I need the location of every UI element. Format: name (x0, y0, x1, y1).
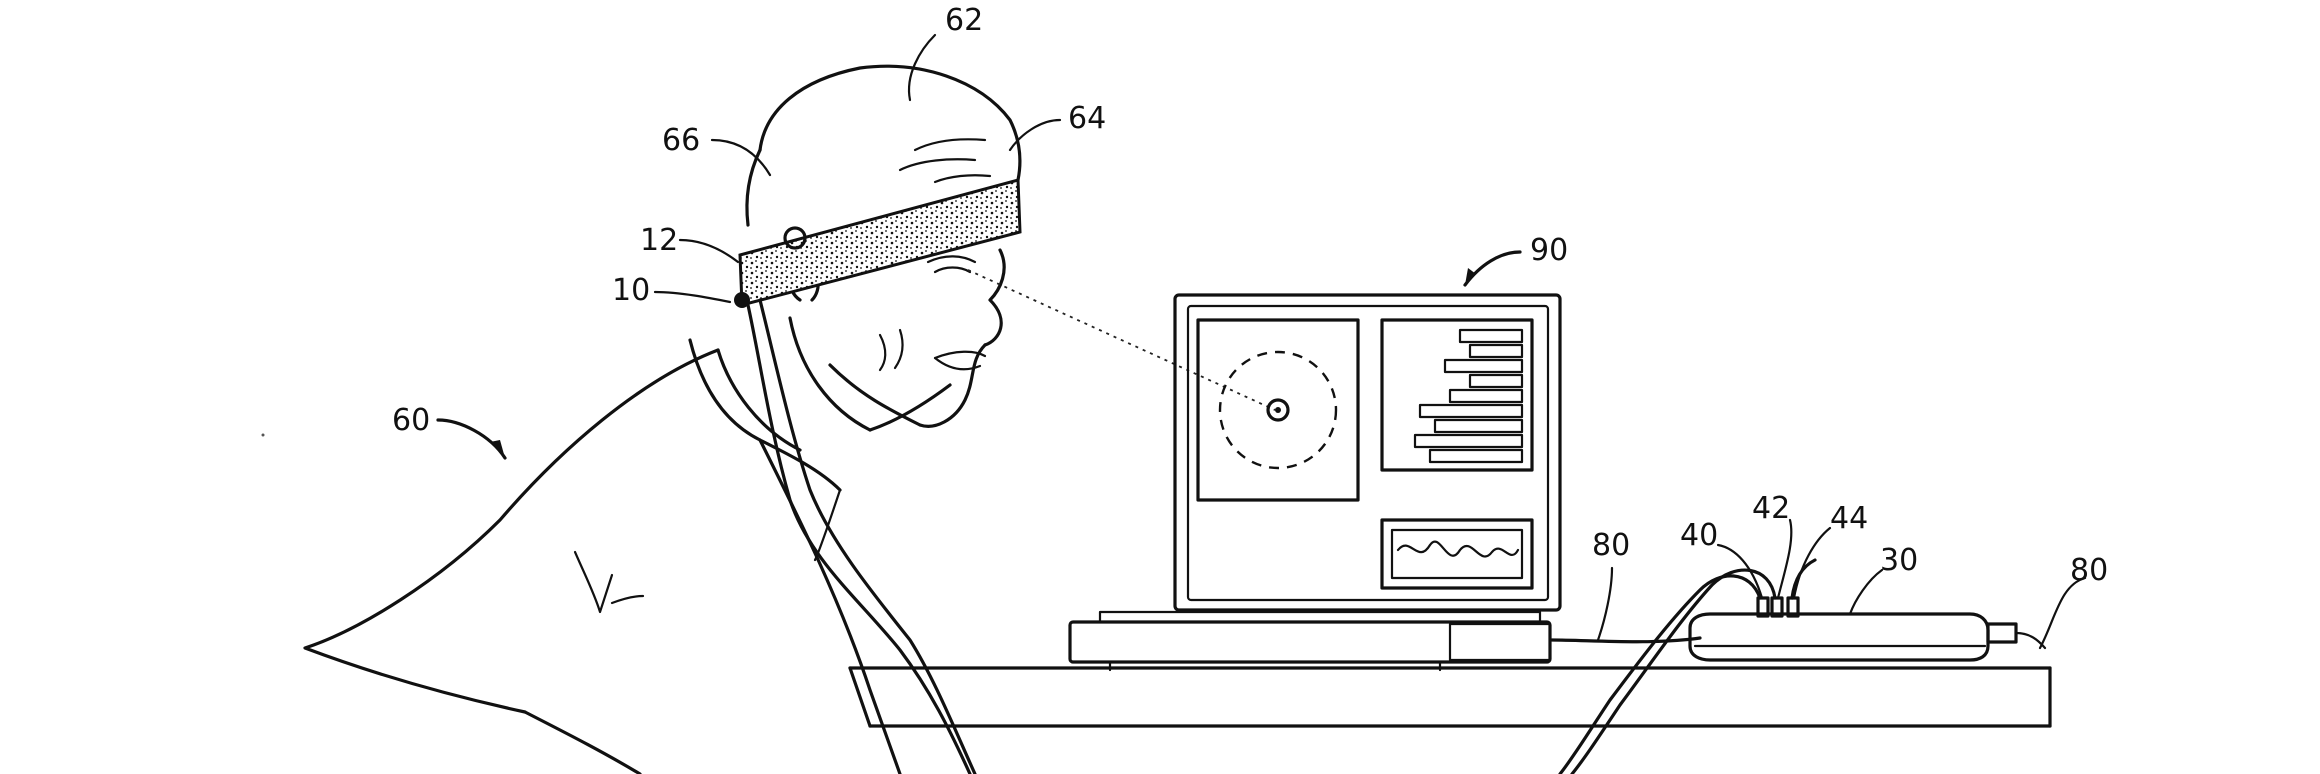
waveform (1396, 540, 1520, 558)
ref-80-right: 80 (2070, 553, 2108, 588)
computer-monitor (1068, 293, 1562, 672)
electrode-10 (734, 292, 750, 308)
ref-60: 60 (392, 403, 430, 438)
stray-mark (261, 433, 265, 437)
fixation-target (1266, 398, 1290, 422)
bar-display-panel (1380, 318, 1534, 472)
interface-unit-30 (1688, 596, 2047, 662)
ref-10: 10 (612, 273, 650, 308)
headband (734, 178, 1022, 308)
leader-lines (436, 33, 2087, 650)
ref-30: 30 (1880, 543, 1918, 578)
dashed-target-ring (1218, 350, 1338, 470)
ref-80-left: 80 (1592, 528, 1630, 563)
ref-64: 64 (1068, 101, 1106, 136)
reference-numerals: 62 64 66 12 10 60 90 80 40 42 44 30 80 (392, 3, 2108, 588)
bar-graph (1413, 328, 1524, 464)
ref-66: 66 (662, 123, 700, 158)
keyboard (1068, 620, 1552, 664)
line-of-sight (967, 269, 1276, 411)
ref-40: 40 (1680, 518, 1718, 553)
ref-62: 62 (945, 3, 983, 38)
electrode-leads (746, 298, 977, 774)
ref-42: 42 (1752, 491, 1790, 526)
ref-90: 90 (1530, 233, 1568, 268)
table (848, 666, 2052, 728)
left-display-panel (1196, 318, 1360, 502)
ref-44: 44 (1830, 501, 1868, 536)
ref-12: 12 (640, 223, 678, 258)
waveform-panel (1380, 518, 1534, 590)
cable-80-left (1550, 636, 1702, 644)
